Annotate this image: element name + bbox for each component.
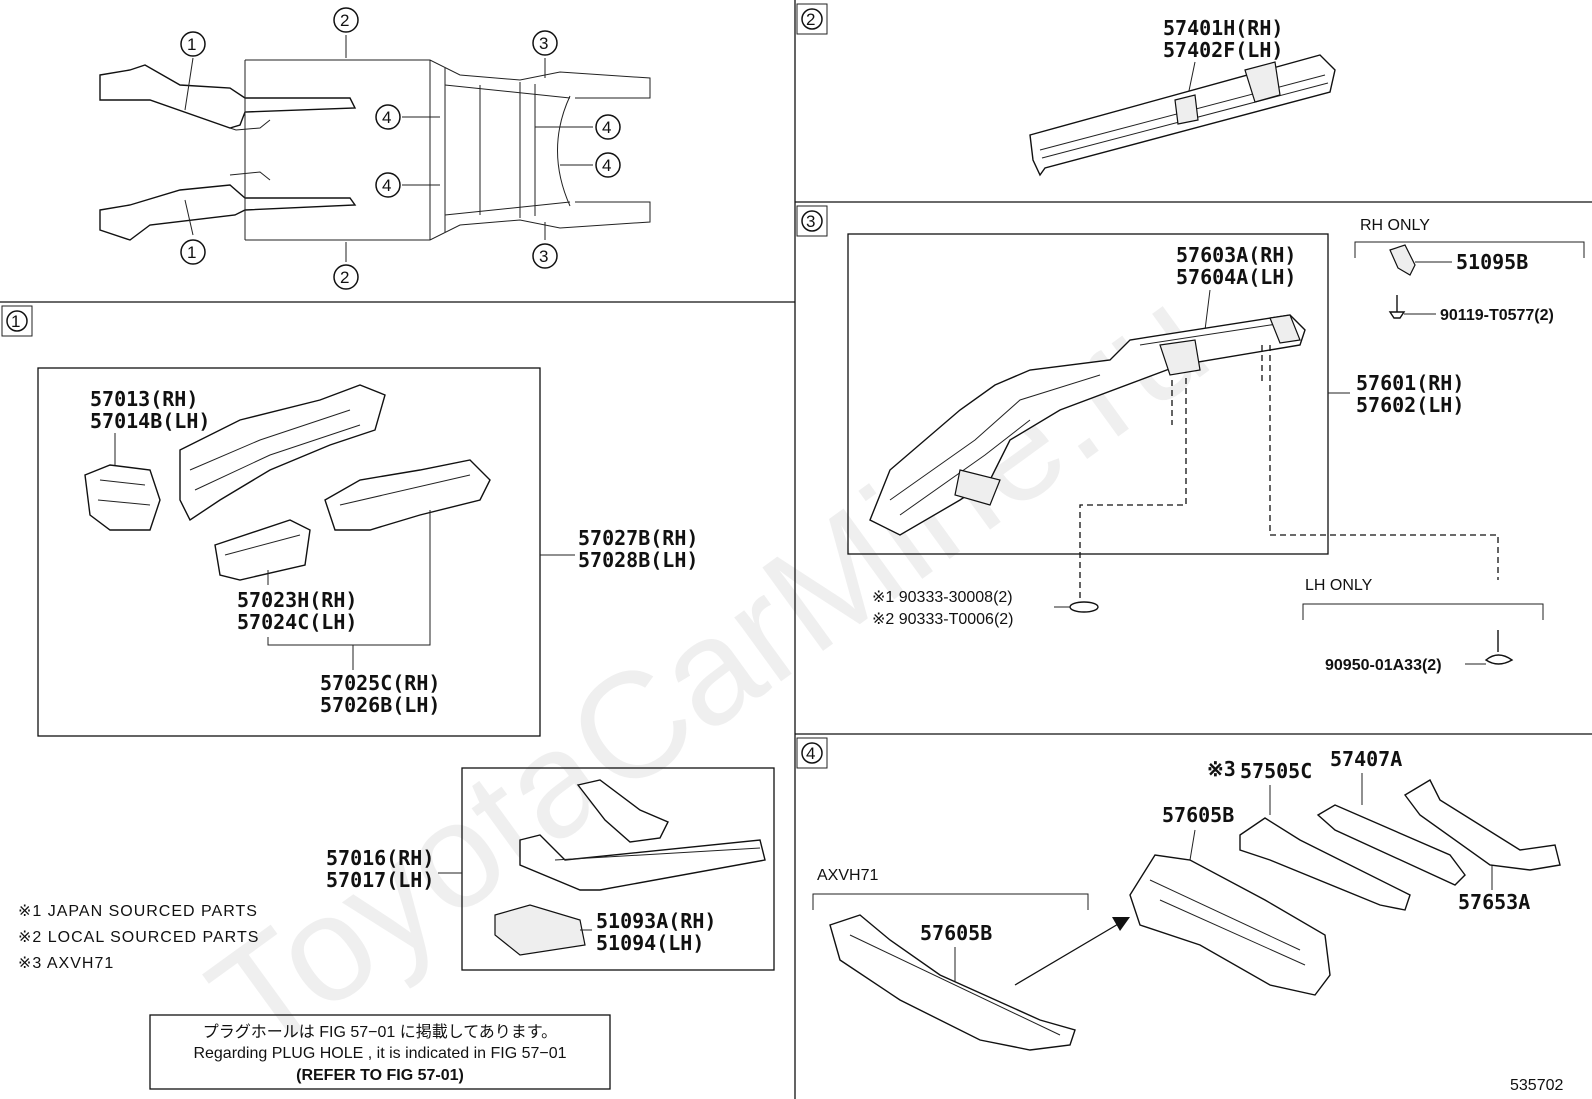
part-57605b-main: 57605B: [1162, 803, 1234, 827]
part-57401h: 57401H(RH): [1163, 16, 1283, 40]
callout-4-c: 4: [602, 118, 611, 137]
legend-3: ※3 AXVH71: [18, 955, 114, 972]
callout-1-bottom: 1: [187, 243, 196, 262]
legend-1: ※1 JAPAN SOURCED PARTS: [18, 903, 258, 920]
section-4-tag: 4: [806, 744, 815, 763]
part-57653a: 57653A: [1458, 890, 1530, 914]
part-57013: 57013(RH): [90, 387, 198, 411]
frame-overview: 1 1 2 2 3 3 4 4 4 4: [99, 7, 651, 290]
callout-4-b: 4: [382, 176, 391, 195]
part-57505c-mark: ※3: [1207, 757, 1236, 781]
section-2-tag: 2: [806, 10, 815, 29]
section-1-tag: 1: [11, 312, 20, 331]
part-57014b: 57014B(LH): [90, 409, 210, 433]
note-en: Regarding PLUG HOLE , it is indicated in…: [193, 1045, 566, 1062]
part-57602: 57602(LH): [1356, 393, 1464, 417]
part-57024c: 57024C(LH): [237, 610, 357, 634]
section-1: 1 57013(RH) 57014B(LH) 57027B(RH) 57028B…: [1, 305, 775, 1090]
section-3-tag: 3: [806, 212, 815, 231]
callout-1-top: 1: [187, 35, 196, 54]
part-90950: 90950-01A33(2): [1325, 657, 1442, 674]
part-57605b-alt: 57605B: [920, 921, 992, 945]
section-4: 4 ※3 57505C 57407A 57605B 57653A AXVH71 …: [796, 737, 1563, 1094]
axvh71-label: AXVH71: [817, 867, 878, 884]
lh-only-label: LH ONLY: [1305, 577, 1373, 594]
part-57604a: 57604A(LH): [1176, 265, 1296, 289]
part-57026b: 57026B(LH): [320, 693, 440, 717]
part-57017: 57017(LH): [326, 868, 434, 892]
part-57025c: 57025C(RH): [320, 671, 440, 695]
illustration-id: 535702: [1510, 1077, 1563, 1094]
section-3: 3 57603A(RH) 57604A(LH) 57601(RH) 57602(…: [796, 205, 1585, 674]
note-jp: プラグホールは FIG 57−01 に掲載してあります。: [203, 1023, 557, 1041]
part-57505c: 57505C: [1240, 759, 1312, 783]
callout-3-bottom: 3: [539, 247, 548, 266]
rh-only-label: RH ONLY: [1360, 217, 1430, 234]
legend-2: ※2 LOCAL SOURCED PARTS: [18, 929, 259, 946]
part-57603a: 57603A(RH): [1176, 243, 1296, 267]
note-refer: (REFER TO FIG 57-01): [296, 1067, 464, 1084]
part-51095b: 51095B: [1456, 250, 1528, 274]
part-57023h: 57023H(RH): [237, 588, 357, 612]
callout-2-top: 2: [340, 11, 349, 30]
callout-3-top: 3: [539, 34, 548, 53]
part-57601: 57601(RH): [1356, 371, 1464, 395]
part-57016: 57016(RH): [326, 846, 434, 870]
section-2: 2 57401H(RH) 57402F(LH): [796, 3, 1336, 177]
callout-4-a: 4: [382, 108, 391, 127]
part-57402f: 57402F(LH): [1163, 38, 1283, 62]
part-90333-30008: ※1 90333-30008(2): [872, 589, 1013, 606]
part-57027b: 57027B(RH): [578, 526, 698, 550]
callout-2-bottom: 2: [340, 268, 349, 287]
part-90119: 90119-T0577(2): [1440, 307, 1554, 324]
part-90333-t0006: ※2 90333-T0006(2): [872, 611, 1014, 628]
callout-4-d: 4: [602, 156, 611, 175]
part-57407a: 57407A: [1330, 747, 1402, 771]
part-51093a: 51093A(RH): [596, 909, 716, 933]
part-57028b: 57028B(LH): [578, 548, 698, 572]
part-51094: 51094(LH): [596, 931, 704, 955]
